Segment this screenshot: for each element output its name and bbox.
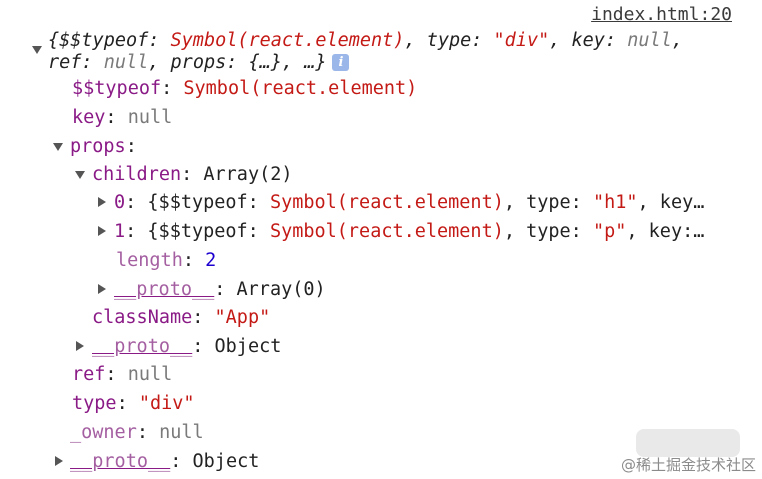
- prop-value: null: [159, 422, 204, 443]
- prop-key: __proto__: [92, 336, 193, 357]
- child-summary: {$$typeof:: [147, 192, 270, 213]
- prop-value: Array(2): [203, 164, 293, 185]
- prop-row-typeof[interactable]: $$typeof: Symbol(react.element): [72, 78, 418, 99]
- summary-type: "div": [493, 30, 550, 51]
- prop-key: _owner: [70, 422, 137, 443]
- prop-key: __proto__: [114, 279, 215, 300]
- prop-row-owner[interactable]: _owner: null: [70, 422, 204, 443]
- child-summary: , type:: [503, 192, 593, 213]
- prop-row-length[interactable]: length: 2: [116, 250, 217, 271]
- expand-toggle-proto-props[interactable]: [76, 341, 84, 351]
- prop-value: Object: [192, 451, 260, 472]
- prop-value: "App": [214, 307, 271, 328]
- expand-toggle-child-1[interactable]: [98, 226, 106, 236]
- prop-key: __proto__: [70, 451, 171, 472]
- prop-row-children[interactable]: children: Array(2): [92, 164, 293, 185]
- expand-toggle-proto-root[interactable]: [55, 456, 63, 466]
- child-symbol: Symbol(react.element): [269, 192, 504, 213]
- prop-row-proto-props[interactable]: __proto__: Object: [92, 336, 282, 357]
- prop-row-proto-root[interactable]: __proto__: Object: [70, 451, 260, 472]
- child-summary: , type:: [503, 221, 593, 242]
- child-summary: , key…: [637, 192, 705, 213]
- prop-value: "div": [138, 393, 195, 414]
- summary-sep: ,: [671, 30, 683, 51]
- prop-row-child-1[interactable]: 1: {$$typeof: Symbol(react.element), typ…: [114, 221, 705, 242]
- child-type: "p": [592, 221, 627, 242]
- prop-key: ref: [72, 364, 106, 385]
- expand-toggle-child-0[interactable]: [98, 197, 106, 207]
- child-symbol: Symbol(react.element): [269, 221, 504, 242]
- prop-row-type[interactable]: type: "div": [72, 393, 195, 414]
- object-summary-line1[interactable]: {$$typeof: Symbol(react.element), type: …: [48, 28, 683, 54]
- prop-value: null: [127, 107, 173, 128]
- prop-value: Symbol(react.element): [183, 78, 418, 99]
- child-summary: {$$typeof:: [147, 221, 270, 242]
- prop-row-child-0[interactable]: 0: {$$typeof: Symbol(react.element), typ…: [114, 192, 705, 213]
- object-summary-line2[interactable]: ref: null, props: {…}, …} i: [48, 50, 350, 76]
- prop-value: null: [127, 364, 173, 385]
- prop-value: 2: [205, 250, 217, 271]
- summary-ref: ref:: [48, 52, 104, 73]
- summary-props: , props: {…}, …}: [148, 52, 327, 73]
- prop-key: 1: [114, 221, 126, 242]
- prop-value: Object: [214, 336, 282, 357]
- prop-key: $$typeof: [72, 78, 162, 99]
- child-summary: , key:…: [626, 221, 705, 242]
- expand-toggle-root[interactable]: [32, 46, 42, 54]
- expand-toggle-proto-array[interactable]: [98, 284, 106, 294]
- prop-key: props: [70, 136, 126, 157]
- summary-key: null: [627, 30, 672, 51]
- child-type: "h1": [592, 192, 638, 213]
- watermark: @稀土掘金技术社区: [620, 456, 756, 474]
- expand-toggle-props[interactable]: [53, 143, 63, 151]
- prop-key: key: [72, 107, 106, 128]
- prop-row-props[interactable]: props:: [70, 136, 137, 157]
- prop-key: 0: [114, 192, 126, 213]
- summary-sep: , key:: [549, 30, 628, 51]
- prop-value: Array(0): [236, 279, 326, 300]
- prop-key: className: [92, 307, 193, 328]
- prop-key: children: [92, 164, 182, 185]
- summary-ref-value: null: [103, 52, 149, 73]
- summary-sep: , type:: [404, 30, 494, 51]
- prop-key: length: [116, 250, 183, 271]
- source-link[interactable]: index.html:20: [591, 4, 732, 25]
- prop-row-ref[interactable]: ref: null: [72, 364, 173, 385]
- prop-row-key[interactable]: key: null: [72, 107, 173, 128]
- summary-open: {$$typeof:: [48, 30, 171, 51]
- prop-row-proto-array[interactable]: __proto__: Array(0): [114, 279, 326, 300]
- watermark-badge: [636, 429, 740, 457]
- prop-row-classname[interactable]: className: "App": [92, 307, 271, 328]
- summary-symbol: Symbol(react.element): [170, 30, 405, 51]
- expand-toggle-children[interactable]: [75, 171, 85, 179]
- prop-key: type: [72, 393, 117, 414]
- info-icon[interactable]: i: [332, 54, 350, 71]
